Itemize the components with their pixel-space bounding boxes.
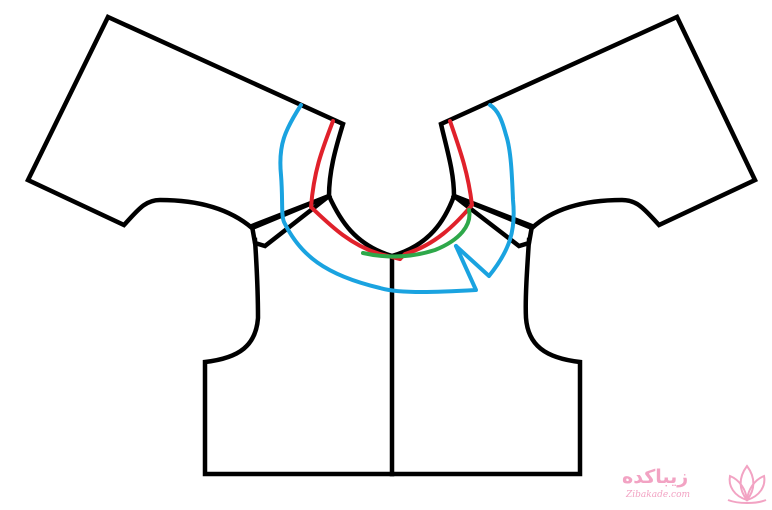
left-shoulder-dart [249, 192, 333, 249]
bodice-left-front [202, 237, 395, 477]
right-shoulder-dart [450, 192, 535, 249]
watermark-title: زیباکده [622, 466, 689, 488]
neckline-red-left [309, 119, 402, 261]
neckline-red-right [398, 119, 474, 261]
right-sleeve [438, 14, 759, 231]
lotus-logo-icon [727, 464, 767, 504]
facing-blue-right [454, 103, 516, 278]
collar-green [361, 208, 472, 259]
left-sleeve [24, 14, 346, 231]
neckline-outline [326, 193, 457, 259]
bodice-right-front [389, 237, 583, 477]
watermark: زیباکده Zibakade.com [612, 458, 772, 510]
facing-blue-left [278, 103, 478, 294]
watermark-subtitle: Zibakade.com [626, 490, 691, 500]
